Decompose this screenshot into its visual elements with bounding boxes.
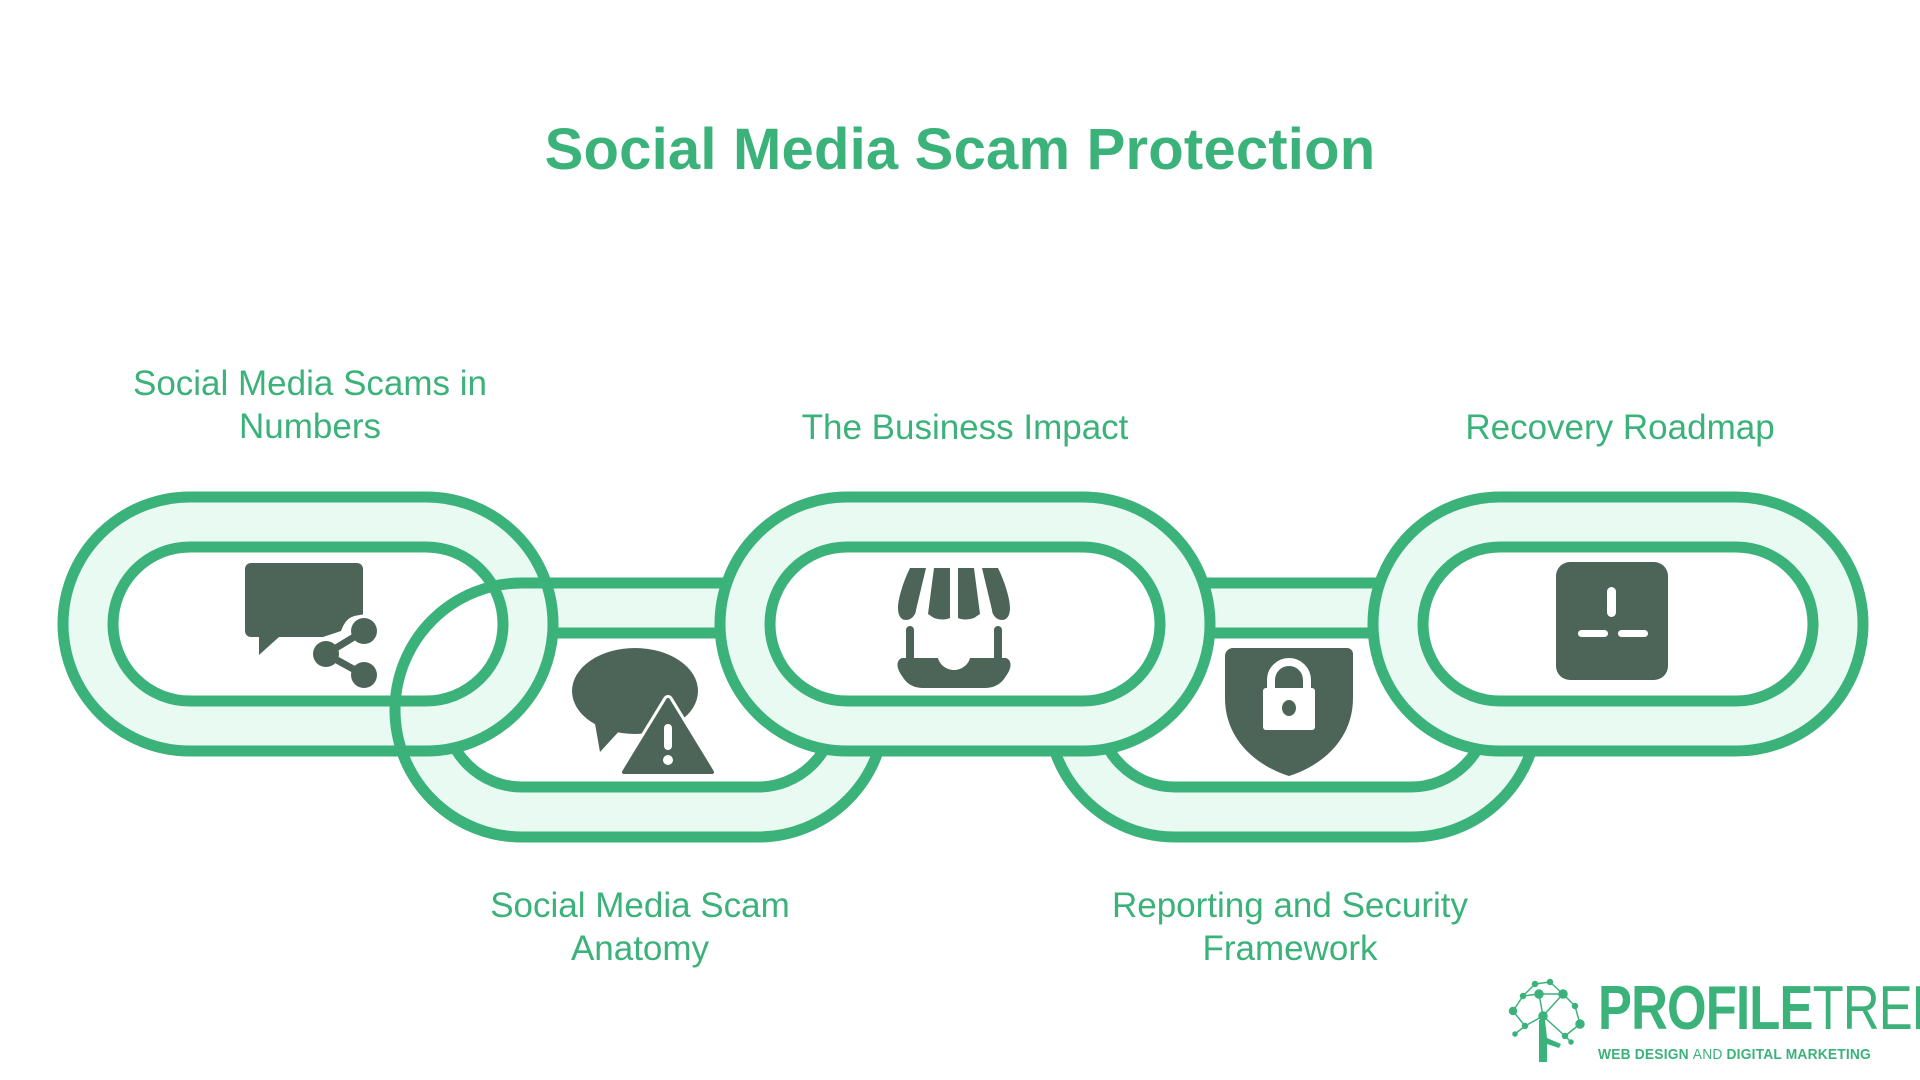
shield-lock-icon [1225,648,1353,776]
step-label-2: Social Media Scam Anatomy [490,886,790,968]
logo-tagline-part1: WEB DESIGN [1598,1046,1693,1063]
logo-tagline: WEB DESIGN AND DIGITAL MARKETING [1598,1046,1871,1063]
diagram-title: Social Media Scam Protection [544,117,1376,182]
logo-word-bold: PROFILE [1598,974,1813,1043]
logo-wordmark: PROFILETREE [1598,974,1920,1044]
logo-word-thin: TREE [1812,974,1920,1043]
tree-network-icon [1508,978,1585,1062]
chain-link-3 [720,497,1210,751]
profiletree-logo: PROFILETREE WEB DESIGN AND DIGITAL MARKE… [1505,974,1920,1070]
step-label-5: Recovery Roadmap [1465,408,1775,447]
logo-tagline-part3: DIGITAL MARKETING [1722,1046,1871,1063]
power-socket-icon [1556,562,1668,680]
step-label-4: Reporting and Security Framework [1111,886,1469,968]
step-label-3: The Business Impact [801,408,1129,447]
logo-tagline-part2: AND [1692,1046,1723,1063]
storefront-icon [897,568,1011,688]
chat-warning-icon [572,648,717,777]
chat-share-icon [245,563,381,692]
step-label-1: Social Media Scams in Numbers [132,364,488,446]
